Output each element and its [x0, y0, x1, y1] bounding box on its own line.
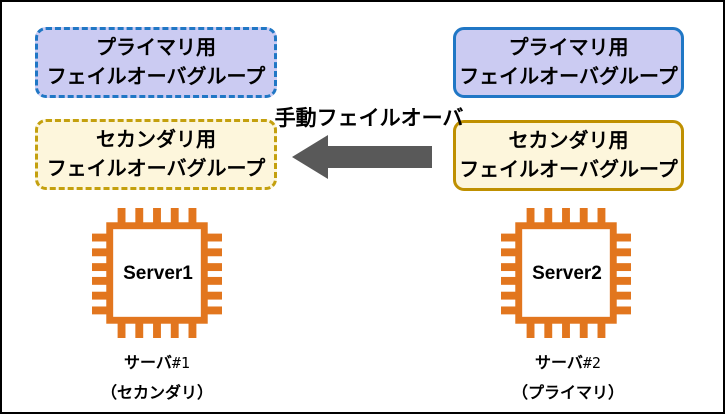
- server2-caption: サーバ#2 （プライマリ）: [453, 353, 683, 404]
- group-label-line2: フェイルオーバグループ: [459, 65, 678, 88]
- server2-number: #2: [582, 354, 601, 372]
- primary-failover-group-left: プライマリ用 フェイルオーバグループ: [35, 27, 277, 98]
- group-label-line1: プライマリ用: [508, 36, 629, 59]
- chip-icon: [501, 208, 631, 338]
- failover-arrow-icon: [292, 135, 432, 179]
- server1-caption: サーバ#1 （セカンダリ）: [42, 353, 272, 404]
- group-label-line1: セカンダリ用: [96, 128, 216, 151]
- server2-role: （プライマリ）: [511, 385, 624, 402]
- manual-failover-label: 手動フェイルオーバ: [274, 107, 464, 130]
- server2-name: サーバ: [535, 355, 583, 372]
- server1-chip-label: Server1: [123, 263, 193, 284]
- primary-failover-group-right: プライマリ用 フェイルオーバグループ: [453, 27, 684, 98]
- server1-role: （セカンダリ）: [100, 385, 213, 402]
- group-label-line1: セカンダリ用: [508, 129, 629, 152]
- secondary-failover-group-left: セカンダリ用 フェイルオーバグループ: [35, 119, 277, 190]
- server2-chip-label: Server2: [532, 263, 602, 284]
- server1-name: サーバ: [124, 355, 172, 372]
- group-label-line2: フェイルオーバグループ: [459, 158, 678, 181]
- secondary-failover-group-right: セカンダリ用 フェイルオーバグループ: [453, 120, 684, 191]
- group-label-line2: フェイルオーバグループ: [46, 157, 266, 180]
- chip-icon: [92, 208, 222, 338]
- server1-name-line: サーバ#1: [42, 353, 272, 374]
- group-label-line1: プライマリ用: [96, 36, 216, 59]
- server1-chip: Server1: [92, 208, 222, 338]
- group-label-line2: フェイルオーバグループ: [46, 65, 266, 88]
- server2-chip: Server2: [501, 208, 631, 338]
- server1-number: #1: [171, 354, 190, 372]
- server2-name-line: サーバ#2: [453, 353, 683, 374]
